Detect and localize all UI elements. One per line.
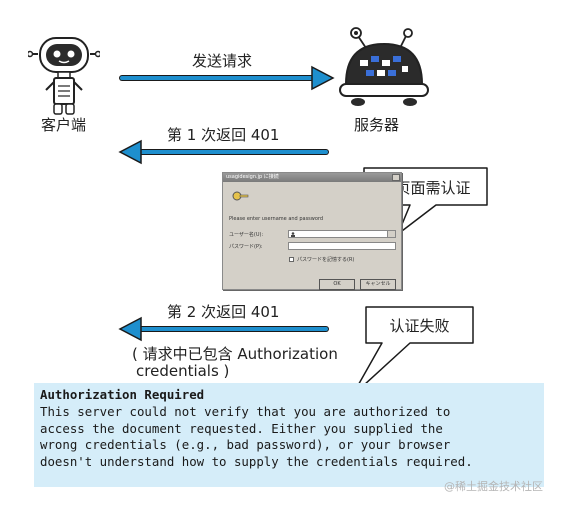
error-line: This server could not verify that you ar…: [40, 403, 451, 419]
error-line: wrong credentials (e.g., bad password), …: [40, 437, 451, 453]
watermark: @稀土掘金技术社区: [444, 480, 543, 493]
error-line: doesn't understand how to supply the cre…: [40, 454, 473, 470]
dialog-user-label: ユーザー名(U):: [229, 232, 264, 238]
ok-button[interactable]: OK: [319, 279, 355, 290]
cancel-button[interactable]: キャンセル: [360, 279, 396, 290]
user-icon: [291, 232, 295, 237]
callout-auth-needed: 本页面需认证: [380, 179, 471, 197]
remember-password-checkbox[interactable]: [289, 257, 294, 262]
dialog-message: Please enter username and password: [229, 216, 324, 222]
client-robot-icon: [28, 37, 100, 115]
dropdown-arrow-icon[interactable]: [387, 231, 395, 237]
first-401-label: 第 1 次返回 401: [167, 126, 280, 144]
password-field[interactable]: [288, 242, 396, 250]
client-label: 客户端: [41, 116, 87, 134]
dialog-password-label: パスワード(P):: [229, 244, 263, 250]
remember-password-label: パスワードを記憶する(R): [297, 257, 355, 263]
key-icon: [232, 191, 249, 201]
login-dialog: usagidesign.jp に接続 Please enter username…: [222, 172, 402, 290]
error-message-box: Authorization Required This server could…: [34, 383, 544, 487]
second-401-label: 第 2 次返回 401: [167, 303, 280, 321]
dialog-title: usagidesign.jp に接続: [223, 173, 401, 182]
server-label: 服务器: [354, 116, 400, 134]
second-401-note-line2: credentials ): [136, 362, 230, 380]
second-401-note-line1: ( 请求中已包含 Authorization: [132, 345, 338, 363]
error-heading: Authorization Required: [40, 387, 205, 402]
send-request-label: 发送请求: [192, 52, 253, 70]
dialog-close-icon[interactable]: [392, 174, 400, 181]
server-robot-icon: [339, 27, 429, 106]
callout-auth-failed: 认证失败: [389, 317, 450, 335]
error-line: access the document requested. Either yo…: [40, 420, 443, 436]
username-field[interactable]: [288, 230, 396, 238]
